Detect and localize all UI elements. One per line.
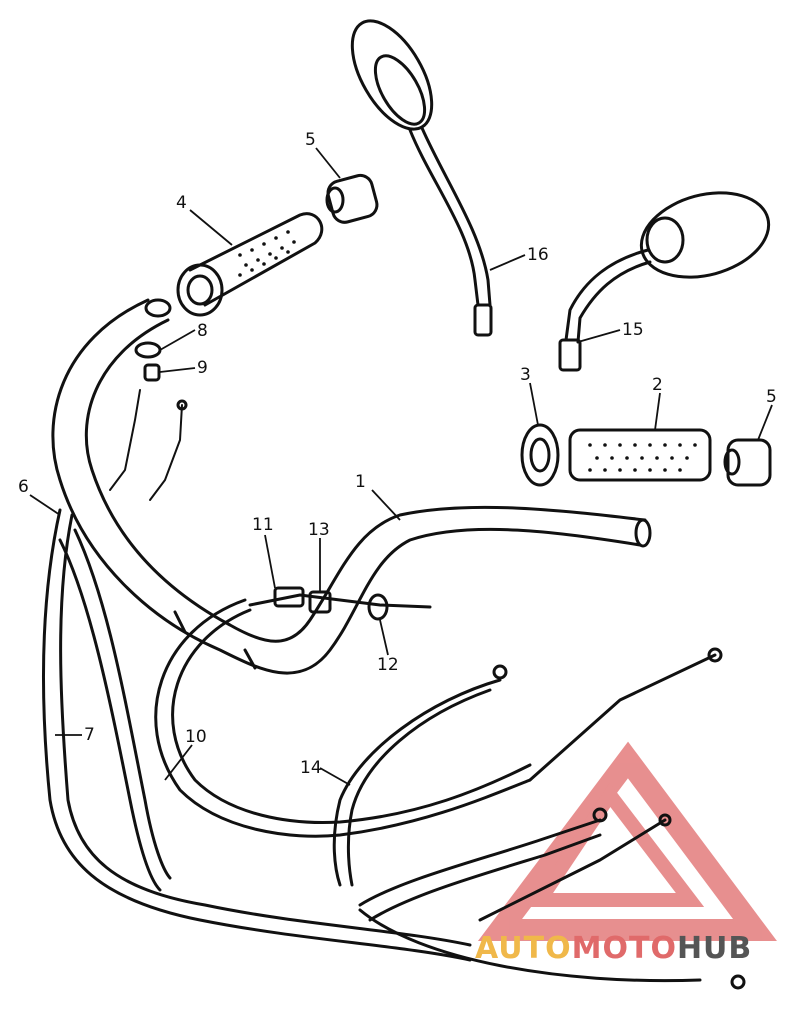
watermark-logo bbox=[477, 741, 777, 941]
callout-6: 6 bbox=[18, 477, 29, 497]
left-grip-end bbox=[325, 173, 379, 224]
watermark-text-auto: AUTO bbox=[475, 931, 572, 966]
callout-2: 2 bbox=[652, 375, 663, 395]
right-grip bbox=[568, 428, 712, 482]
watermark-triangle-inner bbox=[526, 782, 705, 907]
callout-15: 15 bbox=[622, 320, 644, 340]
lever-parts bbox=[109, 341, 188, 501]
left-mirror bbox=[350, 19, 493, 337]
callout-5-right: 5 bbox=[766, 387, 777, 407]
left-grip bbox=[176, 212, 324, 317]
watermark-triangle-outer bbox=[477, 741, 777, 941]
callout-4: 4 bbox=[176, 193, 187, 213]
callout-11: 11 bbox=[252, 515, 274, 535]
leader-lines bbox=[29, 147, 773, 786]
callout-14: 14 bbox=[300, 758, 322, 778]
handlebar bbox=[51, 298, 652, 675]
watermark-text-hub: HUB bbox=[677, 931, 752, 966]
callout-16: 16 bbox=[527, 245, 549, 265]
callout-7: 7 bbox=[84, 725, 95, 745]
right-mirror bbox=[558, 191, 771, 372]
callout-9: 9 bbox=[197, 358, 208, 378]
callout-3: 3 bbox=[520, 365, 531, 385]
watermark-text-moto: MOTO bbox=[572, 931, 677, 966]
callout-1: 1 bbox=[355, 472, 366, 492]
callout-8: 8 bbox=[197, 321, 208, 341]
grip-holder bbox=[520, 423, 560, 487]
callout-labels: 1 2 3 4 5 5 6 7 8 9 10 11 12 13 14 15 16 bbox=[18, 130, 777, 778]
right-grip-end bbox=[723, 438, 772, 487]
callout-5-left: 5 bbox=[305, 130, 316, 150]
cables bbox=[41, 508, 746, 990]
callout-13: 13 bbox=[308, 520, 330, 540]
watermark-text: AUTOMOTOHUB bbox=[475, 931, 752, 966]
callout-12: 12 bbox=[377, 655, 399, 675]
callout-10: 10 bbox=[185, 727, 207, 747]
